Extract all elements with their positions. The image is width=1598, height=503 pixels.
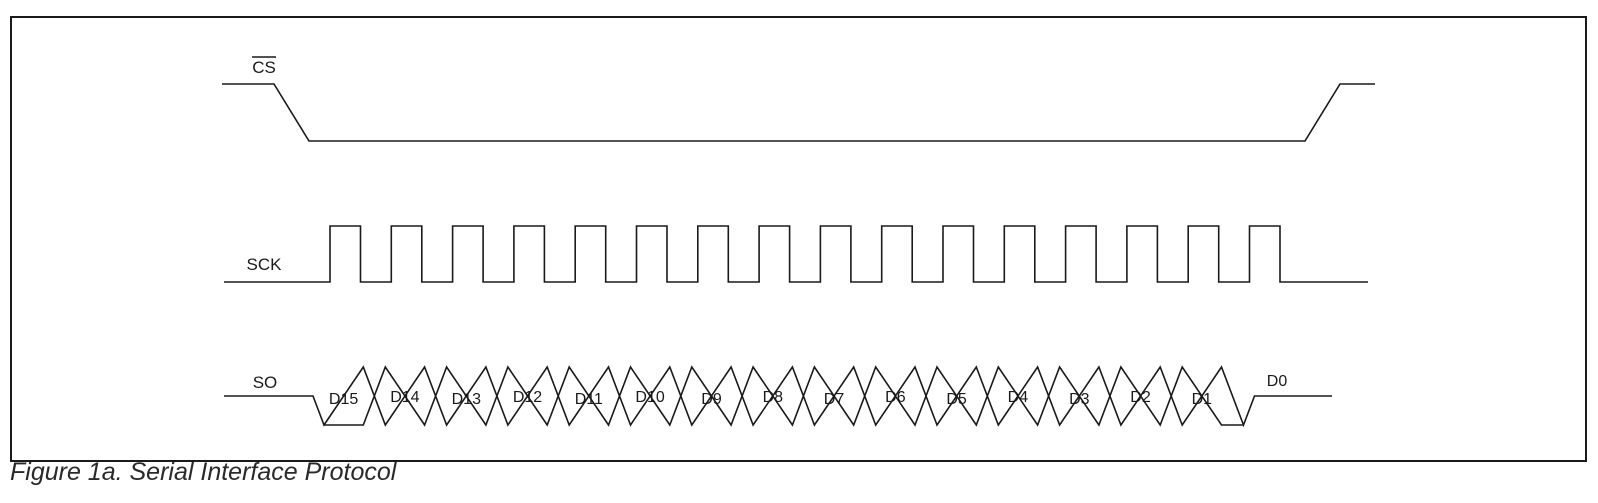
so-bit-d7: D7 — [824, 391, 845, 408]
so-bit-d8: D8 — [763, 389, 784, 406]
figure-frame — [10, 16, 1587, 462]
so-bit-d1: D1 — [1192, 391, 1213, 408]
so-signal-label: SO — [253, 373, 278, 392]
sck-signal-label: SCK — [247, 255, 283, 274]
sck-signal: SCK — [224, 225, 1368, 283]
so-bit-d2: D2 — [1130, 389, 1151, 406]
so-signal: SO D15 D14 D13 D12 D11 D10 D9 D8 D7 D6 D5 D4 D3 D2 D1 D… — [224, 365, 1332, 428]
so-bit-d11: D11 — [575, 391, 603, 408]
so-waveform-top — [224, 365, 1332, 428]
so-bit-d0: D0 — [1267, 373, 1288, 390]
so-bit-d5: D5 — [946, 391, 967, 408]
so-bit-d9: D9 — [701, 391, 722, 408]
sck-waveform — [224, 225, 1368, 283]
cs-waveform — [222, 83, 1375, 142]
so-bit-d4: D4 — [1008, 389, 1029, 406]
so-bit-d10: D10 — [635, 389, 664, 406]
so-bit-d12: D12 — [513, 389, 542, 406]
cs-signal-label: CS — [252, 58, 276, 77]
so-bit-d3: D3 — [1069, 391, 1090, 408]
cs-signal: CS — [222, 56, 1375, 142]
so-bit-d13: D13 — [452, 391, 481, 408]
so-bit-d14: D14 — [390, 389, 419, 406]
figure-caption: Figure 1a. Serial Interface Protocol — [10, 458, 397, 486]
so-waveform-bottom — [324, 365, 1244, 427]
so-bit-d15: D15 — [329, 391, 358, 408]
so-bit-d6: D6 — [885, 389, 906, 406]
